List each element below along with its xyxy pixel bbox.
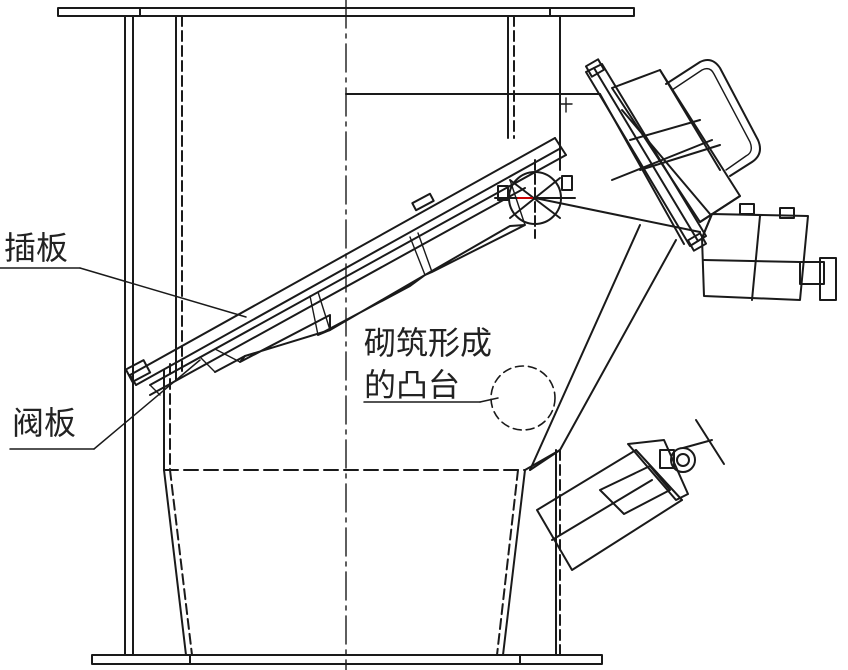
insert-plate <box>129 137 567 386</box>
valve-plate-label: 阀板 <box>12 404 77 442</box>
box-handle-inner <box>671 67 753 171</box>
insert-plate-label: 插板 <box>4 229 69 267</box>
pivot-assembly <box>494 159 701 239</box>
actuator-motor <box>701 203 837 301</box>
inclined-chute <box>524 224 677 471</box>
valve-plate <box>149 187 526 396</box>
boss-label-line1: 砌筑形成 <box>364 324 493 362</box>
left-stop-block <box>124 359 152 383</box>
leader-lines <box>0 267 499 450</box>
lower-hopper <box>163 363 561 656</box>
left-wall <box>124 15 183 656</box>
valve-plate-ribs <box>149 179 526 396</box>
right-duct <box>345 15 685 245</box>
box-handle <box>665 59 761 177</box>
inspection-box <box>611 69 741 223</box>
handwheel-valve <box>659 419 725 473</box>
flow-arrows <box>559 97 573 113</box>
boss-label-line2: 的凸台 <box>364 366 461 404</box>
boss-circle <box>490 365 556 431</box>
plate-top-block <box>411 192 435 212</box>
cover-flange <box>584 58 708 252</box>
side-access-pipe <box>536 439 689 571</box>
bottom-flange <box>91 654 603 665</box>
